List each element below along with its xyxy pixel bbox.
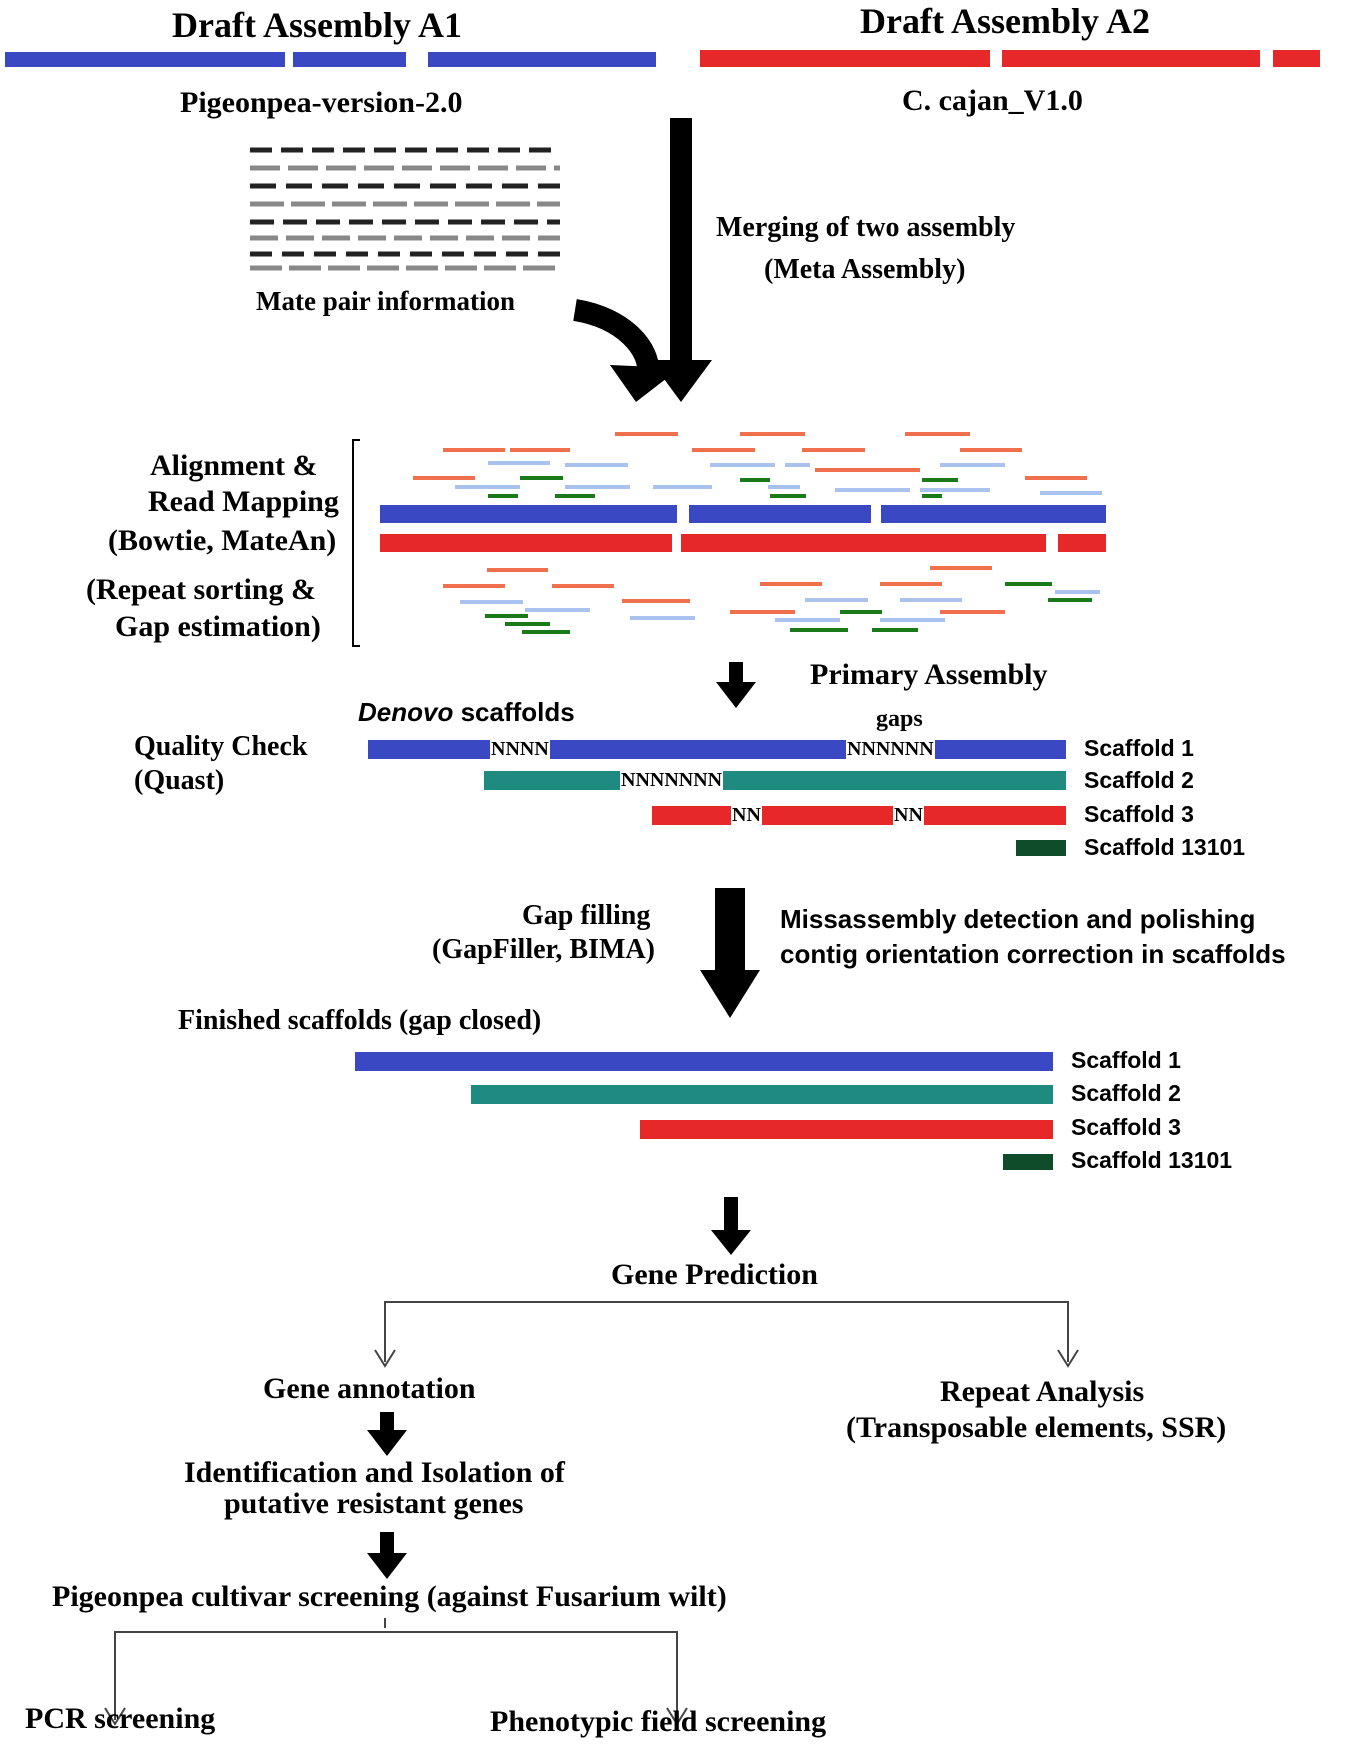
alignment-bracket: [352, 439, 360, 647]
assembly-a1-title: Draft Assembly A1: [172, 5, 462, 45]
primary-arrow-icon: [716, 662, 756, 708]
finished-scaffolds-title: Finished scaffolds (gap closed): [178, 1005, 542, 1036]
screening-title: Pigeonpea cultivar screening (against Fu…: [52, 1580, 727, 1613]
finished-scaffold-13101-bar: [1003, 1154, 1053, 1170]
merge-arrow-icon: [650, 118, 712, 402]
mate-pair-icon: [250, 147, 560, 271]
assembly-a1-bar: [5, 52, 656, 67]
gaps-label: gaps: [876, 706, 923, 732]
finished-scaffold-1-bar: [355, 1052, 1053, 1071]
gene-annotation-title: Gene annotation: [263, 1372, 476, 1405]
resistant-genes-label: putative resistant genes: [224, 1487, 524, 1520]
identification-arrow-icon: [367, 1532, 407, 1579]
screening-branch: [104, 1618, 688, 1726]
assembly-a2-title: Draft Assembly A2: [860, 1, 1150, 41]
phenotypic-screening-label: Phenotypic field screening: [490, 1705, 827, 1738]
gap-mark: NNNN: [490, 738, 550, 760]
finished-scaffold-2-bar: [471, 1085, 1053, 1104]
denovo-scaffolds-label: Denovo scaffolds: [358, 697, 575, 727]
primary-scaffold-13101-bar: [1016, 840, 1066, 856]
finished-scaffold-3-label: Scaffold 3: [1071, 1114, 1181, 1140]
finished-scaffold-13101-label: Scaffold 13101: [1071, 1147, 1233, 1173]
alignment-tools-label: (Bowtie, MateAn): [108, 524, 337, 557]
repeat-analysis-detail: (Transposable elements, SSR): [846, 1411, 1227, 1444]
quast-label: (Quast): [134, 765, 225, 796]
primary-scaffold-3-label: Scaffold 3: [1084, 801, 1194, 827]
finished-scaffold-1-label: Scaffold 1: [1071, 1047, 1181, 1073]
primary-scaffold-2-bar: [484, 771, 1066, 790]
pcr-screening-label: PCR screening: [25, 1702, 216, 1735]
identification-title: Identification and Isolation of: [184, 1456, 565, 1489]
gap-mark: NNNNNNN: [620, 769, 724, 791]
gap-mark: NN: [893, 804, 924, 826]
annotation-arrow-icon: [367, 1412, 407, 1456]
curved-arrow-icon: [572, 299, 680, 402]
gap-mark: NNNNNN: [846, 738, 935, 760]
repeat-analysis-title: Repeat Analysis: [940, 1375, 1145, 1408]
merging-label: Merging of two assembly: [716, 212, 1016, 243]
quality-check-label: Quality Check: [134, 731, 308, 762]
alignment-blue-bar: [380, 505, 1106, 523]
orientation-note: contig orientation correction in scaffol…: [780, 939, 1286, 969]
finished-scaffold-3-bar: [640, 1120, 1053, 1139]
primary-scaffold-1-bar: [368, 740, 1066, 759]
gap-filling-label: Gap filling: [522, 900, 651, 931]
mapped-reads-top: [413, 432, 1102, 498]
assembly-a2-version: C. cajan_V1.0: [902, 84, 1083, 117]
mapped-reads-bottom: [443, 566, 1100, 634]
gene-prediction-arrow-icon: [711, 1197, 751, 1255]
primary-scaffold-2-label: Scaffold 2: [1084, 767, 1194, 793]
gapfill-arrow-icon: [700, 888, 760, 1018]
repeat-sorting-label: (Repeat sorting &: [86, 573, 316, 606]
primary-assembly-title: Primary Assembly: [810, 658, 1048, 691]
read-mapping-label: Read Mapping: [148, 485, 339, 518]
primary-scaffold-1-label: Scaffold 1: [1084, 735, 1194, 761]
gap-mark: NN: [731, 804, 762, 826]
assembly-a2-bar: [700, 50, 1320, 67]
primary-scaffold-3-bar: [652, 806, 1066, 825]
gene-prediction-branch: [374, 1301, 1079, 1368]
missassembly-note: Missassembly detection and polishing: [780, 904, 1256, 934]
primary-scaffold-13101-label: Scaffold 13101: [1084, 834, 1246, 860]
assembly-a1-version: Pigeonpea-version-2.0: [180, 86, 463, 119]
gap-estimation-label: Gap estimation): [115, 610, 321, 643]
alignment-red-bar: [380, 534, 1106, 552]
gene-prediction-title: Gene Prediction: [611, 1258, 818, 1291]
alignment-label: Alignment &: [150, 449, 318, 482]
finished-scaffold-2-label: Scaffold 2: [1071, 1080, 1181, 1106]
mate-pair-label: Mate pair information: [256, 286, 515, 316]
meta-assembly-label: (Meta Assembly): [764, 254, 966, 285]
gap-filling-tools-label: (GapFiller, BIMA): [432, 934, 655, 965]
